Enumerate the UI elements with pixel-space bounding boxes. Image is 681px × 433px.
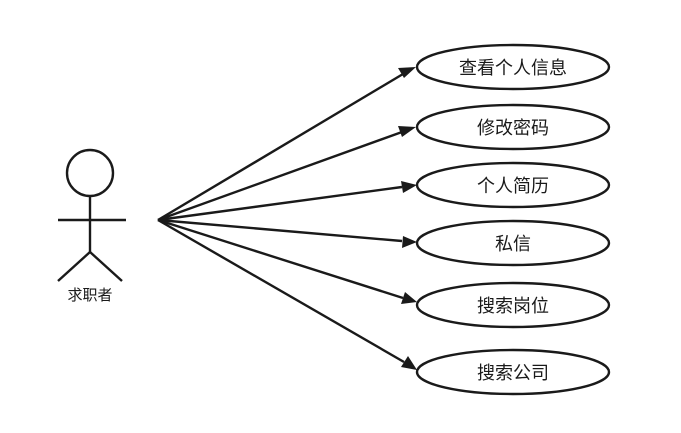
use-case-private-message: 私信 [415,219,611,267]
association-arrow [157,218,417,304]
use-case-search-companies: 搜索公司 [415,348,611,396]
use-case-label: 搜索岗位 [477,296,549,317]
use-case-resume: 个人简历 [415,161,611,209]
use-case-change-password: 修改密码 [415,103,611,151]
actor-left-leg [57,251,91,282]
association-arrow [157,218,417,370]
use-case-label: 个人简历 [477,176,549,197]
actor: 求职者 [57,148,126,304]
actor-label: 求职者 [67,286,112,304]
use-case-search-jobs: 搜索岗位 [415,281,611,329]
use-cases: 查看个人信息 修改密码 个人简历 私信 搜索岗位 搜索公司 [415,43,611,396]
use-case-label: 私信 [495,234,531,255]
association-arrow [157,181,417,222]
use-case-view-profile: 查看个人信息 [415,43,611,91]
association-arrow [157,126,416,222]
association-arrow [157,67,416,222]
use-case-label: 查看个人信息 [459,58,567,79]
associations [157,67,417,370]
association-arrow [157,218,417,248]
actor-right-leg [89,251,123,282]
use-case-label: 搜索公司 [477,363,549,384]
actor-head [65,148,115,198]
use-case-label: 修改密码 [477,118,549,139]
